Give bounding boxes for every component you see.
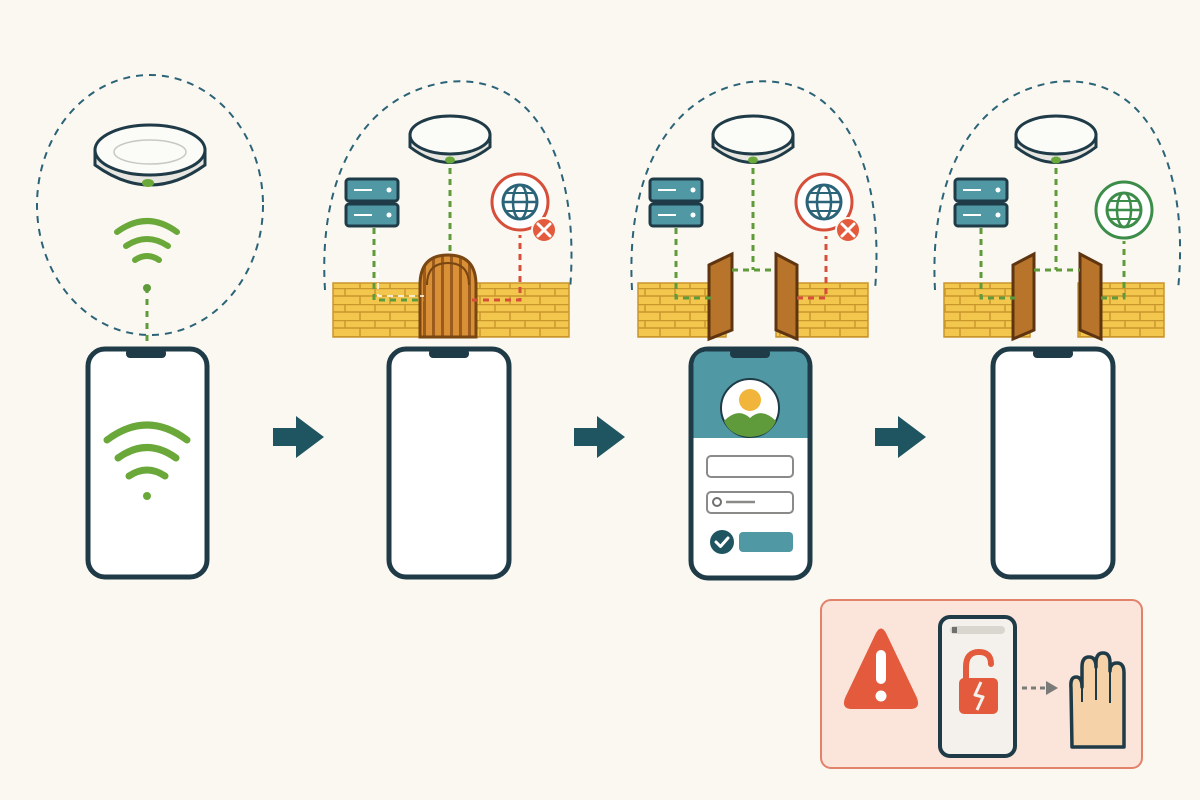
globe-icon [490, 172, 550, 232]
server-icon [953, 177, 1009, 228]
step-3-portal-login [630, 80, 878, 581]
step-4-internet-allowed [933, 80, 1182, 580]
server-icon [648, 177, 704, 228]
server-path-white [377, 228, 424, 297]
blocked-path [797, 236, 828, 300]
security-warning-panel [820, 599, 1143, 769]
allowed-path [1101, 241, 1126, 300]
step-1-connect-wifi [36, 74, 264, 580]
stop-hand-icon [1069, 651, 1126, 749]
check-icon [710, 530, 734, 554]
blocked-path [472, 235, 522, 302]
half-open-gate-icon [707, 251, 799, 342]
phone-icon [386, 346, 512, 580]
user-avatar-icon [720, 378, 780, 438]
server-path [674, 228, 712, 300]
globe-icon [794, 172, 854, 232]
arrow-right-icon [574, 416, 625, 458]
access-point-icon [93, 123, 207, 187]
phone-icon [85, 346, 210, 580]
blocked-x-icon [531, 217, 557, 243]
arrow-right-icon [273, 416, 324, 458]
phone-icon [990, 346, 1116, 580]
broken-lock-icon [959, 648, 998, 714]
server-path [372, 228, 424, 302]
wifi-signal-icon [114, 218, 180, 263]
globe-icon [1094, 180, 1154, 240]
dashed-arrow-head [1046, 681, 1058, 695]
network-boundary [323, 80, 573, 291]
access-point-icon [711, 114, 795, 164]
wifi-signal-icon [103, 421, 191, 500]
arrow-right-icon [875, 416, 926, 458]
access-point-icon [1014, 114, 1098, 164]
network-boundary [933, 80, 1182, 291]
server-icon [344, 177, 400, 228]
step-2-captive-portal-blocked [323, 80, 573, 580]
network-boundary [630, 80, 878, 291]
closed-gate-icon [418, 253, 478, 339]
open-gate-icon [1011, 251, 1103, 342]
access-point-icon [408, 114, 492, 164]
server-path [979, 228, 1016, 300]
warning-triangle-icon [843, 628, 919, 709]
range-boundary [36, 74, 264, 336]
blocked-x-icon [835, 217, 861, 243]
login-form-icon [706, 455, 794, 552]
